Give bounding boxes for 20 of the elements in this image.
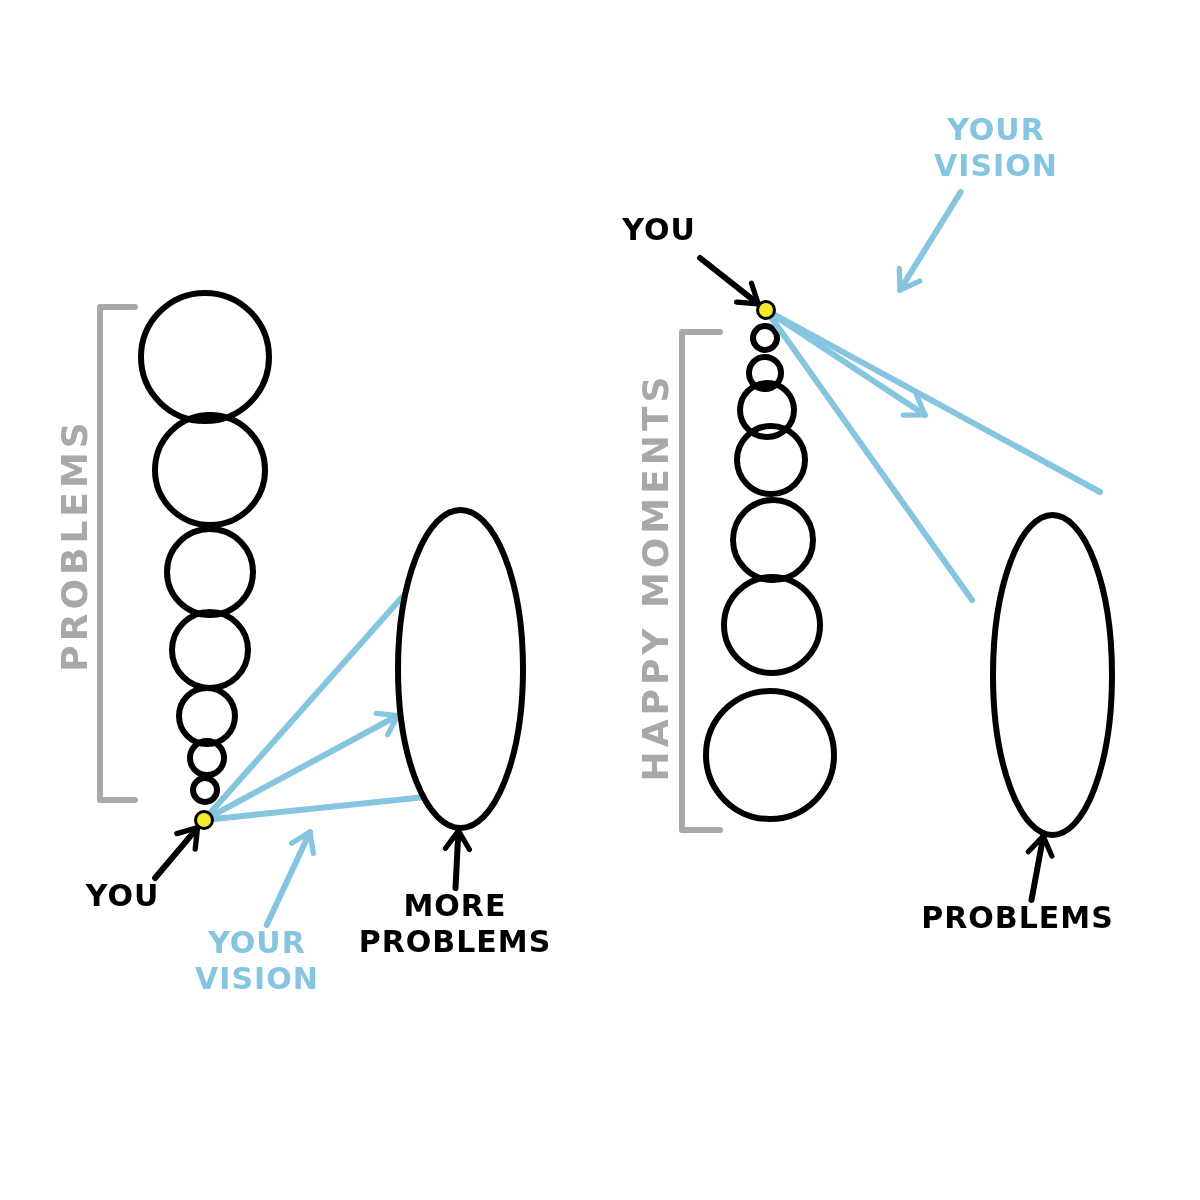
problem-label: MORE PROBLEMS [345,888,565,960]
problem-oval [990,512,1115,838]
you-label: YOU [80,878,165,914]
leader-arrow [1025,833,1055,903]
bracket-label: PROBLEMS [53,417,96,674]
you-dot [756,300,776,320]
bracket-label: HAPPY MOMENTS [634,371,677,784]
leader-arrow [152,824,201,881]
leader-arrow [263,829,316,928]
vision-label: YOUR VISION [186,925,328,997]
vision-line [210,794,424,822]
problem-oval [395,507,526,831]
leader-arrow [896,189,964,293]
you-dot [194,810,214,830]
leader-arrow [697,255,762,307]
you-label: YOU [616,212,702,248]
vision-label: YOUR VISION [920,112,1072,184]
leader-arrow [442,827,473,891]
problem-label: PROBLEMS [905,900,1130,936]
vision-line [768,315,975,603]
